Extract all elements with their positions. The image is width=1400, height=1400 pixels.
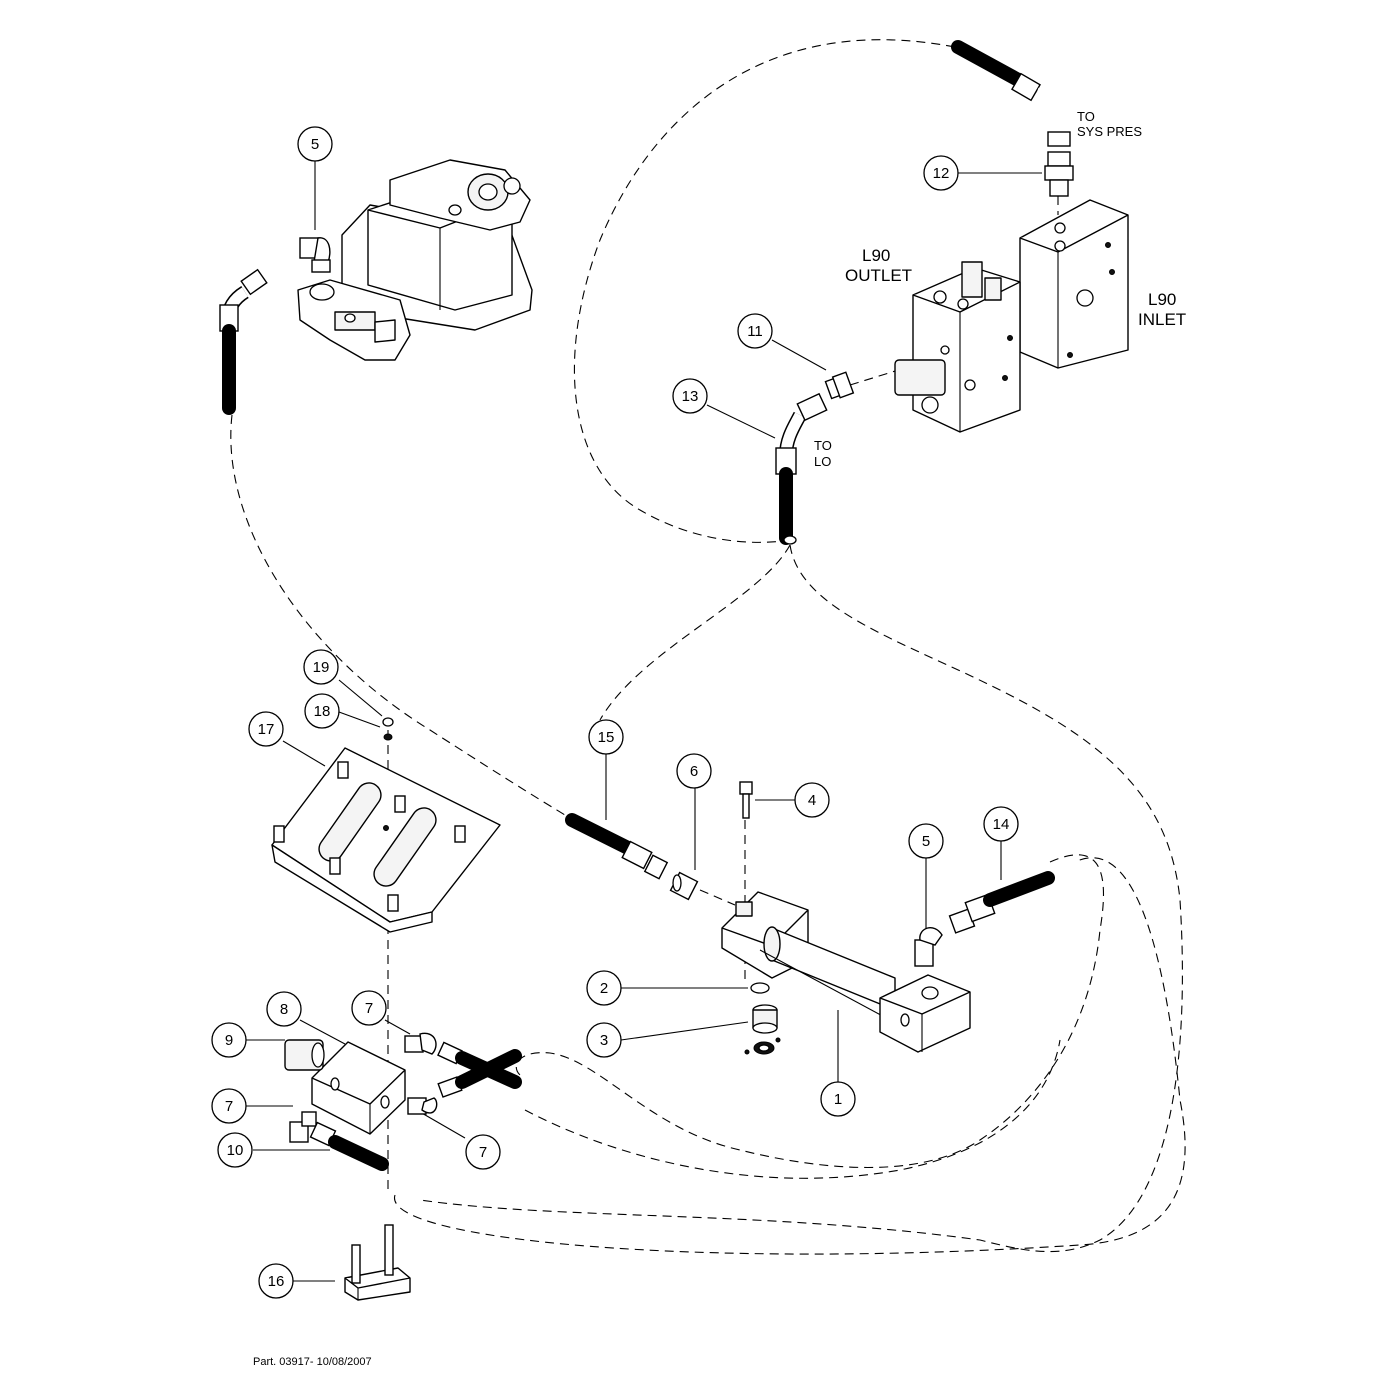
- hose-14: [948, 871, 1055, 934]
- svg-text:15: 15: [598, 729, 615, 746]
- nut-washer-18-19: [382, 717, 394, 741]
- hose-to-pump: [219, 268, 268, 415]
- filter-3: [744, 1004, 781, 1055]
- svg-text:13: 13: [682, 388, 699, 405]
- to-lo-label-line2: LO: [814, 454, 831, 469]
- svg-text:11: 11: [747, 323, 763, 340]
- svg-text:12: 12: [933, 165, 950, 182]
- callout-18: 18: [304, 693, 340, 729]
- callout-6: 6: [676, 753, 712, 789]
- callout-7-lower: 7: [465, 1134, 501, 1170]
- l90-inlet-label-line1: L90: [1148, 290, 1176, 309]
- to-sys-pres-label-line1: TO: [1077, 109, 1095, 124]
- callout-3: 3: [586, 1022, 622, 1058]
- short-hoses-valve: [437, 1041, 522, 1098]
- callout-8: 8: [266, 991, 302, 1027]
- callout-1: 1: [820, 1081, 856, 1117]
- callout-12: 12: [923, 155, 959, 191]
- callout-13: 13: [672, 378, 708, 414]
- hose-10: [309, 1121, 389, 1171]
- svg-text:16: 16: [268, 1273, 285, 1290]
- elbow-fitting-5-top: [299, 237, 331, 273]
- svg-text:14: 14: [993, 816, 1010, 833]
- elbow-fitting-7-upper: [404, 1032, 437, 1055]
- svg-text:7: 7: [225, 1098, 233, 1115]
- callout-7-upper: 7: [351, 990, 387, 1026]
- svg-text:18: 18: [314, 703, 331, 720]
- svg-text:19: 19: [313, 659, 330, 676]
- svg-text:9: 9: [225, 1032, 233, 1049]
- l90-valve-assembly: [894, 199, 1129, 433]
- fitting-6: [669, 871, 699, 901]
- to-sys-pres-label-line2: SYS PRES: [1077, 124, 1142, 139]
- svg-text:4: 4: [808, 792, 816, 809]
- svg-text:7: 7: [365, 1000, 373, 1017]
- hose-15: [565, 813, 669, 880]
- l90-outlet-label-line2: OUTLET: [845, 266, 912, 285]
- callout-10: 10: [217, 1132, 253, 1168]
- bolt-4: [739, 781, 753, 819]
- callout-5-top: 5: [297, 126, 333, 162]
- svg-text:6: 6: [690, 763, 698, 780]
- l90-outlet-label-line1: L90: [862, 246, 890, 265]
- elbow-fitting-7-left: [289, 1111, 317, 1143]
- cylinder-1: [721, 891, 971, 1053]
- callout-19: 19: [303, 649, 339, 685]
- svg-text:2: 2: [600, 980, 608, 997]
- callout-9: 9: [211, 1022, 247, 1058]
- hose-13-to-lo: [775, 392, 828, 545]
- o-ring-2: [750, 982, 770, 994]
- l90-inlet-label-line2: INLET: [1138, 310, 1186, 329]
- svg-text:5: 5: [311, 136, 319, 153]
- hose-to-sys-pres: [951, 40, 1071, 147]
- callout-16: 16: [258, 1263, 294, 1299]
- callout-17: 17: [248, 711, 284, 747]
- elbow-fitting-5-cylinder: [914, 927, 943, 967]
- fitting-12: [1044, 151, 1074, 197]
- solenoid-9: [284, 1039, 325, 1071]
- svg-text:1: 1: [834, 1091, 842, 1108]
- fitting-11: [824, 371, 855, 400]
- callout-15: 15: [588, 719, 624, 755]
- to-lo-label-line1: TO: [814, 438, 832, 453]
- svg-text:8: 8: [280, 1001, 288, 1018]
- svg-text:7: 7: [479, 1144, 487, 1161]
- svg-text:5: 5: [922, 833, 930, 850]
- bracket-16: [344, 1224, 411, 1301]
- svg-text:3: 3: [600, 1032, 608, 1049]
- callout-4: 4: [794, 782, 830, 818]
- callout-7-left: 7: [211, 1088, 247, 1124]
- callout-11: 11: [737, 313, 773, 349]
- part-number-footer: Part. 03917- 10/08/2007: [253, 1356, 372, 1368]
- svg-text:17: 17: [258, 721, 275, 738]
- svg-text:10: 10: [227, 1142, 244, 1159]
- callout-14: 14: [983, 806, 1019, 842]
- leader-lines: [246, 161, 1042, 1282]
- pump-assembly: [297, 159, 533, 361]
- valve-block-8: [311, 1041, 406, 1135]
- callout-2: 2: [586, 970, 622, 1006]
- callout-5-cylinder: 5: [908, 823, 944, 859]
- mounting-plate-17: [271, 747, 501, 933]
- elbow-fitting-7-lower: [407, 1097, 438, 1115]
